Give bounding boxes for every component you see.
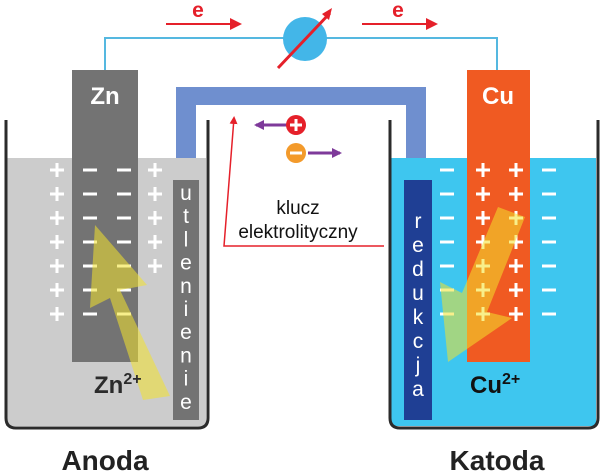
strip-letter: l	[184, 228, 189, 251]
plus-sign	[514, 235, 518, 249]
anode-caption: Anoda	[61, 445, 149, 474]
anion-icon	[286, 143, 306, 163]
salt-bridge-label-line2: elektrolityczny	[238, 222, 358, 243]
strip-letter: e	[412, 234, 424, 257]
plus-sign	[55, 235, 59, 249]
strip-letter: i	[184, 368, 189, 391]
strip-letter: e	[180, 391, 192, 414]
voltmeter-icon	[276, 8, 332, 70]
plus-sign	[481, 187, 485, 201]
minus-sign	[542, 216, 556, 220]
minus-sign	[117, 168, 131, 172]
plus-sign	[153, 187, 157, 201]
minus-sign	[542, 264, 556, 268]
minus-sign	[117, 240, 131, 244]
copper-label: Cu	[482, 83, 514, 110]
strip-letter: k	[413, 306, 424, 329]
minus-sign	[542, 168, 556, 172]
strip-letter: u	[180, 182, 192, 205]
minus-sign	[542, 312, 556, 316]
minus-sign	[440, 168, 454, 172]
plus-sign	[481, 235, 485, 249]
plus-sign	[55, 163, 59, 177]
plus-sign	[153, 235, 157, 249]
minus-sign	[117, 192, 131, 196]
plus-sign	[514, 283, 518, 297]
plus-sign	[153, 211, 157, 225]
minus-sign	[117, 288, 131, 292]
strip-letter: d	[412, 258, 424, 281]
plus-sign	[481, 211, 485, 225]
plus-sign	[55, 187, 59, 201]
plus-sign	[514, 163, 518, 177]
anode-beaker	[4, 120, 210, 430]
minus-sign	[440, 192, 454, 196]
cation-icon	[286, 115, 306, 135]
salt-bridge-pointer	[223, 116, 384, 247]
minus-sign	[83, 312, 97, 316]
minus-sign	[117, 216, 131, 220]
plus-sign	[514, 187, 518, 201]
minus-sign	[83, 216, 97, 220]
strip-letter: e	[180, 321, 192, 344]
minus-sign	[542, 288, 556, 292]
strip-letter: n	[180, 344, 192, 367]
electron-arrow-right	[362, 18, 438, 30]
strip-letter: i	[184, 298, 189, 321]
minus-sign	[440, 264, 454, 268]
plus-sign	[55, 307, 59, 321]
minus-sign	[542, 192, 556, 196]
plus-sign	[153, 163, 157, 177]
plus-sign	[55, 259, 59, 273]
plus-sign	[55, 283, 59, 297]
minus-sign	[83, 240, 97, 244]
strip-letter: c	[413, 330, 424, 353]
strip-letter: u	[412, 282, 424, 305]
electron-label-left: e	[192, 0, 204, 22]
strip-letter: n	[180, 275, 192, 298]
plus-sign	[153, 259, 157, 273]
minus-sign	[440, 216, 454, 220]
minus-sign	[83, 192, 97, 196]
zinc-ion-label: Zn2+	[94, 371, 142, 399]
plus-sign	[514, 307, 518, 321]
plus-sign	[481, 163, 485, 177]
oxidation-strip	[173, 180, 199, 420]
salt-bridge-label-line1: klucz	[276, 198, 319, 219]
reduction-strip	[404, 180, 432, 420]
cathode-caption: Katoda	[450, 445, 545, 474]
minus-sign	[542, 240, 556, 244]
minus-sign	[83, 288, 97, 292]
strip-letter: r	[415, 210, 422, 233]
cathode-ion-flow-arrow	[440, 207, 525, 362]
plus-sign	[514, 259, 518, 273]
strip-letter: j	[415, 354, 421, 377]
strip-letter: t	[183, 205, 189, 228]
minus-sign	[440, 240, 454, 244]
electron-label-right: e	[392, 0, 404, 22]
minus-sign	[83, 168, 97, 172]
copper-ion-label: Cu2+	[470, 371, 520, 399]
salt-bridge	[176, 87, 426, 158]
cathode-beaker	[388, 120, 600, 430]
zinc-label: Zn	[90, 83, 119, 110]
electron-arrow-left	[166, 18, 242, 30]
plus-sign	[55, 211, 59, 225]
strip-letter: e	[180, 252, 192, 275]
strip-letter: a	[412, 378, 424, 401]
anode-ion-flow-arrow	[90, 225, 170, 400]
minus-sign	[83, 264, 97, 268]
